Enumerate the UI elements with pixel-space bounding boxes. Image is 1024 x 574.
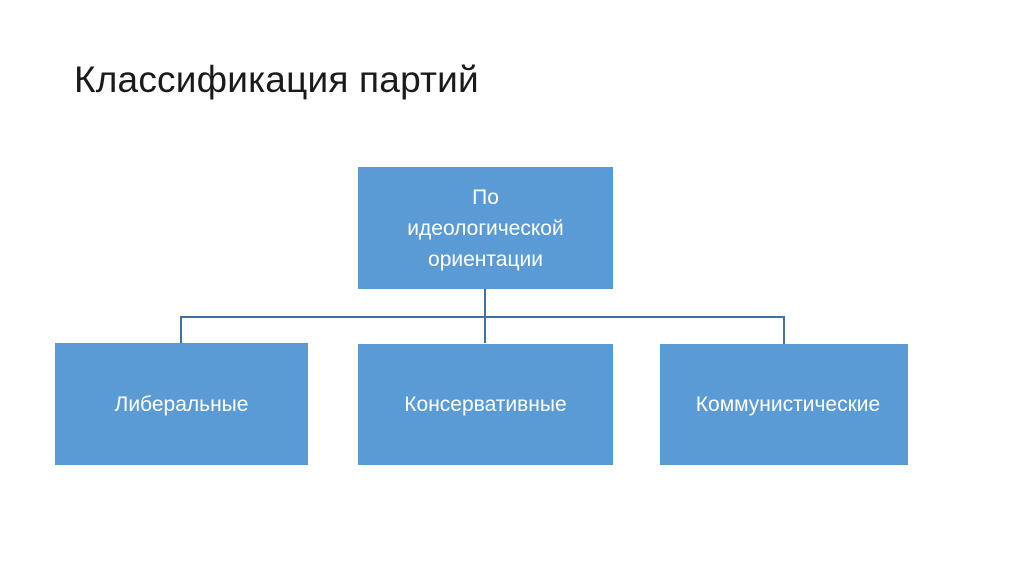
node-root-label: По идеологической ориентации <box>407 185 564 271</box>
node-child-liberal[interactable]: Либеральные <box>55 343 308 465</box>
page-title: Классификация партий <box>74 59 479 100</box>
node-child-conservative[interactable]: Консервативные <box>358 344 613 465</box>
node-child-communist[interactable]: Коммунистические <box>660 344 908 465</box>
node-child-conservative-label: Консервативные <box>404 393 567 416</box>
node-root[interactable]: По идеологической ориентации <box>358 167 613 289</box>
node-child-communist-label: Коммунистические <box>695 393 881 416</box>
node-child-liberal-label: Либеральные <box>114 392 249 416</box>
